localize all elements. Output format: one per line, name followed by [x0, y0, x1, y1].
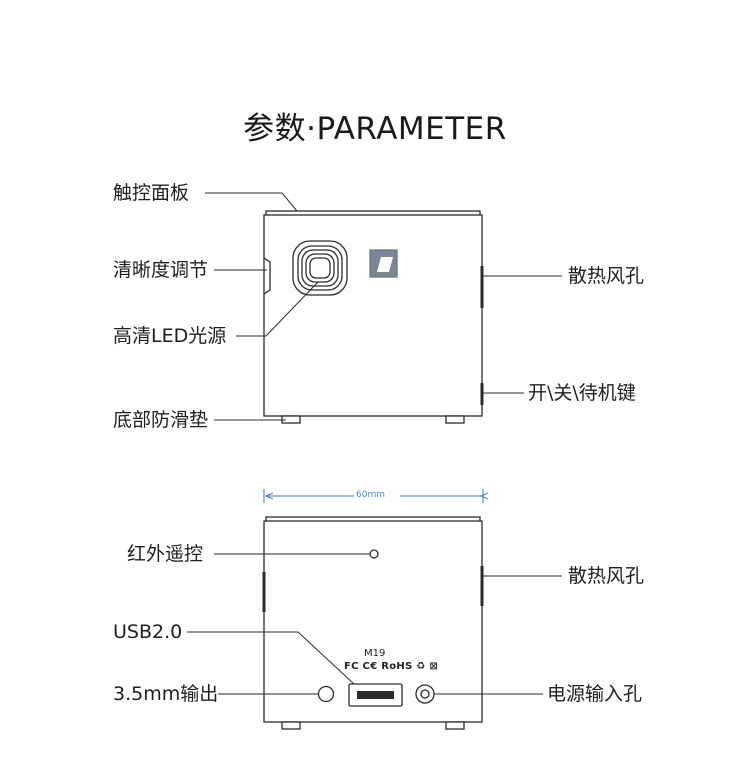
dimension-line — [263, 489, 483, 503]
label-usb: USB2.0 — [113, 621, 183, 643]
lens-icon — [292, 240, 348, 296]
leader-led — [236, 281, 319, 337]
back-foot-right — [445, 721, 465, 730]
audio-jack-icon — [317, 685, 335, 703]
model-label: M19 — [364, 648, 386, 659]
leader-touch-panel — [205, 192, 298, 212]
front-foot-right — [445, 415, 465, 424]
power-jack-inner-icon — [420, 689, 430, 699]
back-view — [262, 516, 484, 730]
front-body — [263, 214, 483, 417]
label-power-button: 开\关\待机键 — [528, 382, 636, 404]
brand-logo-icon — [369, 249, 398, 278]
back-body — [263, 520, 483, 723]
certification-marks: FC C€ RoHS ♻ ⊠ — [344, 661, 439, 672]
label-ir-remote: 红外遥控 — [127, 543, 204, 565]
label-back-vent: 散热风孔 — [568, 565, 645, 587]
label-touch-panel: 触控面板 — [113, 182, 190, 204]
focus-wheel — [263, 257, 271, 295]
label-focus-adjust: 清晰度调节 — [113, 259, 209, 281]
label-led-light-source: 高清LED光源 — [113, 325, 227, 347]
back-foot-left — [281, 721, 301, 730]
label-front-vent: 散热风孔 — [568, 265, 645, 287]
label-audio-out: 3.5mm输出 — [113, 683, 219, 705]
label-power-input: 电源输入孔 — [547, 683, 643, 705]
usb-port-icon — [348, 683, 403, 707]
front-view — [263, 210, 484, 424]
label-anti-slip-pad: 底部防滑垫 — [113, 409, 209, 431]
leader-usb — [187, 631, 355, 685]
dimension-label: 60mm — [356, 490, 385, 500]
page-title: 参数·PARAMETER — [243, 111, 507, 147]
